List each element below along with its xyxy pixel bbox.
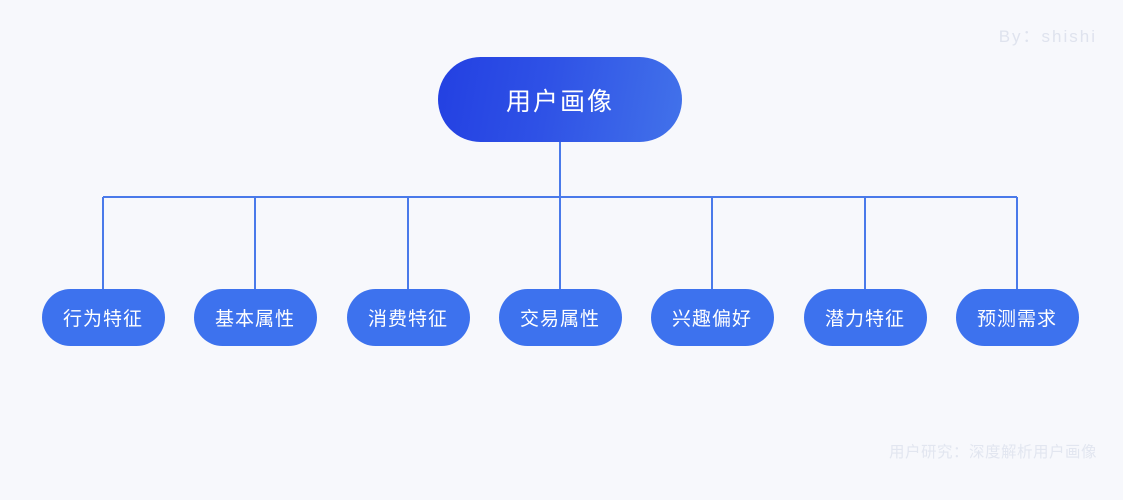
author-watermark: By：shishi [998, 27, 1097, 46]
child-node-5[interactable]: 兴趣偏好 [650, 289, 774, 346]
child-node-2[interactable]: 基本属性 [193, 289, 317, 346]
child-node-label: 基本属性 [214, 309, 295, 330]
root-node-user-profile[interactable]: 用户画像 [438, 57, 682, 142]
caption-watermark: 用户研究：深度解析用户画像 [888, 444, 1097, 461]
child-node-3[interactable]: 消费特征 [346, 289, 470, 346]
child-node-label: 潜力特征 [824, 309, 905, 330]
child-node-7[interactable]: 预测需求 [955, 289, 1079, 346]
child-node-1[interactable]: 行为特征 [41, 289, 165, 346]
child-node-label: 兴趣偏好 [671, 309, 752, 330]
child-node-label: 交易属性 [519, 309, 600, 330]
child-node-label: 预测需求 [976, 309, 1057, 330]
child-node-6[interactable]: 潜力特征 [803, 289, 927, 346]
child-node-4[interactable]: 交易属性 [498, 289, 622, 346]
root-node-label: 用户画像 [505, 87, 614, 116]
child-node-label: 行为特征 [62, 309, 143, 330]
child-node-label: 消费特征 [367, 309, 448, 330]
